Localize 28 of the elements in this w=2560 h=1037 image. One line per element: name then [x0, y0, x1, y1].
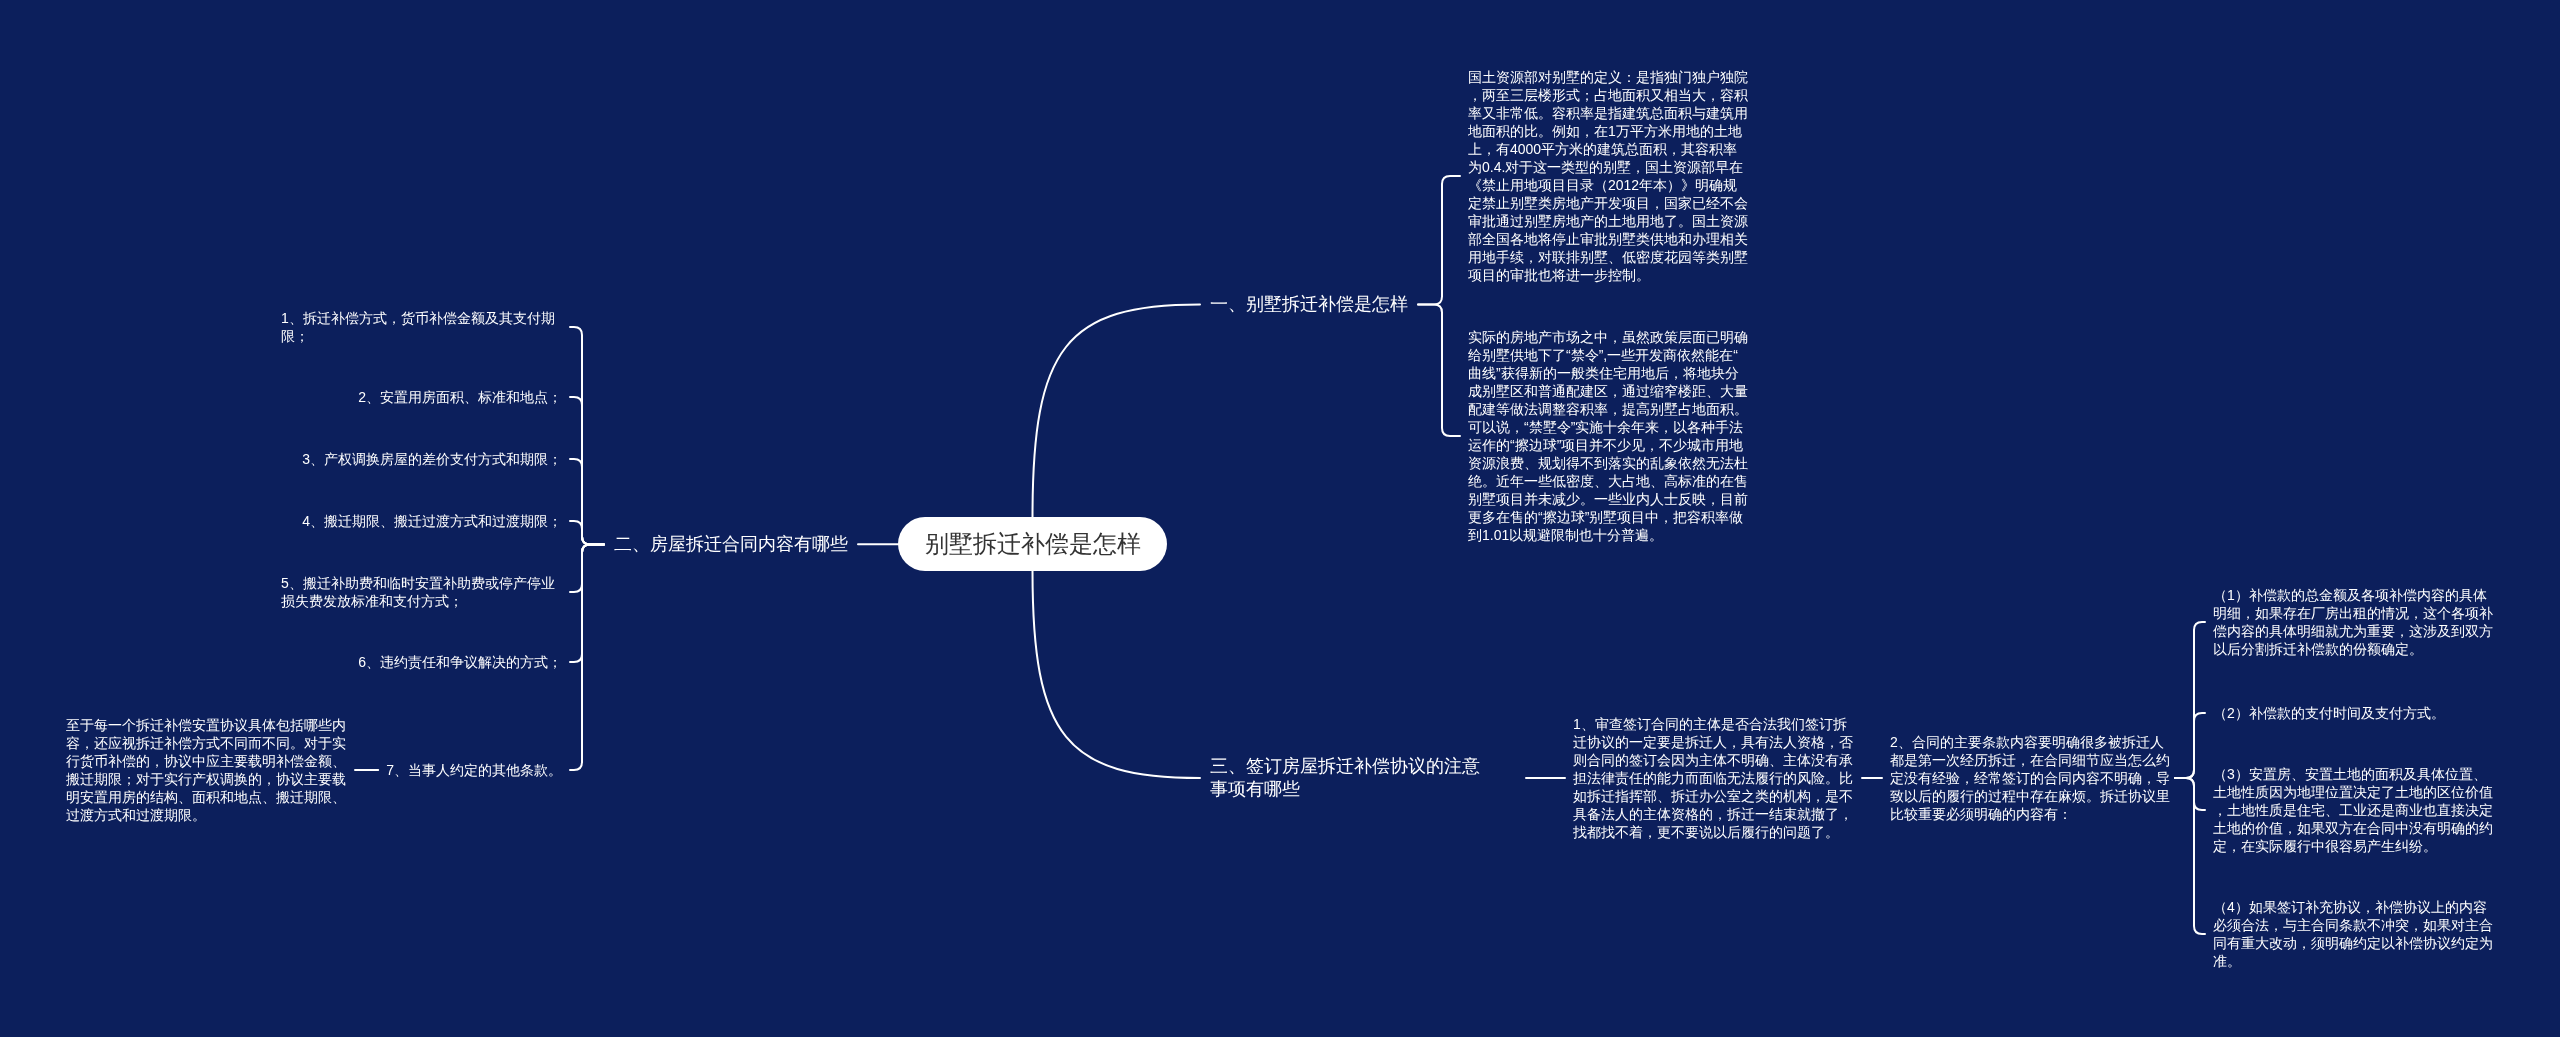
connector-line — [857, 543, 899, 546]
branch-label: 三、签订房屋拆迁补偿协议的注意事项有哪些 — [1200, 751, 1526, 805]
branch-label: 一、别墅拆迁补偿是怎样 — [1200, 289, 1418, 320]
note-text: 至于每一个拆迁补偿安置协议具体包括哪些内容，还应视拆迁补偿方式不同而不同。对于实行货币补偿的，协议中应主要载明补偿金额、搬迁期限；对于实行产权调换的，协议主要载明安置用房的结构、面积和地点、搬迁期限、过渡方式和过渡期限。 — [58, 714, 355, 826]
note-text: 5、搬迁补助费和临时安置补助费或停产停业损失费发放标准和支付方式； — [273, 572, 570, 612]
note-text: 国土资源部对别墅的定义：是指独门独户独院，两至三层楼形式；占地面积又相当大，容积率又非常低。容积率是指建筑总面积与建筑用地面积的比。例如，在1万平方米用地的土地上，有4000平方米的建筑总面积，其容积率为0.4.对于这一类型的别墅，国土资源部早在《禁止用地项目目录（2012年本）》明确规定禁止别墅类房地产开发项目，国家已经不会审批通过别墅房地产的土地用地了。国土资源部全国各地将停止审批别墅类供地和办理相关用地手续，对联排别墅、低密度花园等类别墅项目的审批也将进一步控制。 — [1460, 66, 1757, 286]
note-text: 1、拆迁补偿方式，货币补偿金额及其支付期限； — [273, 307, 570, 347]
bracket-connector — [2174, 777, 2206, 935]
note-text: （2）补偿款的支付时间及支付方式。 — [2205, 702, 2502, 724]
curved-connector — [1031, 303, 1201, 518]
note-text: （4）如果签订补充协议，补偿协议上的内容必须合法，与主合同条款不冲突，如果对主合同有重大改动，须明确约定以补偿协议约定为准。 — [2205, 896, 2502, 972]
note-text: 4、搬迁期限、搬迁过渡方式和过渡期限； — [294, 510, 570, 532]
branch-label: 二、房屋拆迁合同内容有哪些 — [604, 529, 858, 560]
connector-line — [354, 769, 380, 771]
note-text: 7、当事人约定的其他条款。 — [378, 759, 570, 781]
note-text: 2、合同的主要条款内容要明确很多被拆迁人都是第一次经历拆迁，在合同细节应当怎么约定没有经验，经常签订的合同内容不明确，导致以后的履行的过程中存在麻烦。拆迁协议里比较重要必须明确的内容有： — [1882, 731, 2175, 825]
note-text: （3）安置房、安置土地的面积及具体位置、土地性质因为地理位置决定了土地的区位价值，土地性质是住宅、工业还是商业也直接决定土地的价值，如果双方在合同中没有明确的约定，在实际履行中很容易产生纠纷。 — [2205, 763, 2502, 857]
bracket-connector — [569, 543, 605, 771]
connector-line — [1861, 777, 1883, 779]
topic-pill: 别墅拆迁补偿是怎样 — [898, 517, 1167, 571]
note-text: 实际的房地产市场之中，虽然政策层面已明确给别墅供地下了“禁令”,一些开发商依然能在“曲线”获得新的一般类住宅用地后，将地块分成别墅区和普通配建区，通过缩窄楼距、大量配建等做法调整容积率，提高别墅占地面积。可以说，“禁墅令”实施十余年来，以各种手法运作的“擦边球”项目并不少见，不少城市用地资源浪费、规划得不到落实的乱象依然无法杜绝。近年一些低密度、大占地、高标准的在售别墅项目并未减少。一些业内人士反映，目前更多在售的“擦边球”别墅项目中，把容积率做到1.01以规避限制也十分普遍。 — [1460, 326, 1757, 546]
note-text: 2、安置用房面积、标准和地点； — [350, 386, 570, 408]
note-text: 1、审查签订合同的主体是否合法我们签订拆迁协议的一定要是拆迁人，具有法人资格，否则合同的签订会因为主体不明确、主体没有承担法律责任的能力而面临无法履行的风险。比如拆迁指挥部、拆迁办公室之类的机构，是不具备法人的主体资格的，拆迁一结束就撤了，找都找不着，更不要说以后履行的问题了。 — [1565, 713, 1862, 843]
connector-line — [1525, 777, 1566, 779]
curved-connector — [1031, 570, 1201, 779]
note-text: 6、违约责任和争议解决的方式； — [350, 651, 570, 673]
note-text: 3、产权调换房屋的差价支付方式和期限； — [294, 448, 570, 470]
note-text: （1）补偿款的总金额及各项补偿内容的具体明细，如果存在厂房出租的情况，这个各项补偿内容的具体明细就尤为重要，这涉及到双方以后分割拆迁补偿款的份额确定。 — [2205, 584, 2502, 660]
